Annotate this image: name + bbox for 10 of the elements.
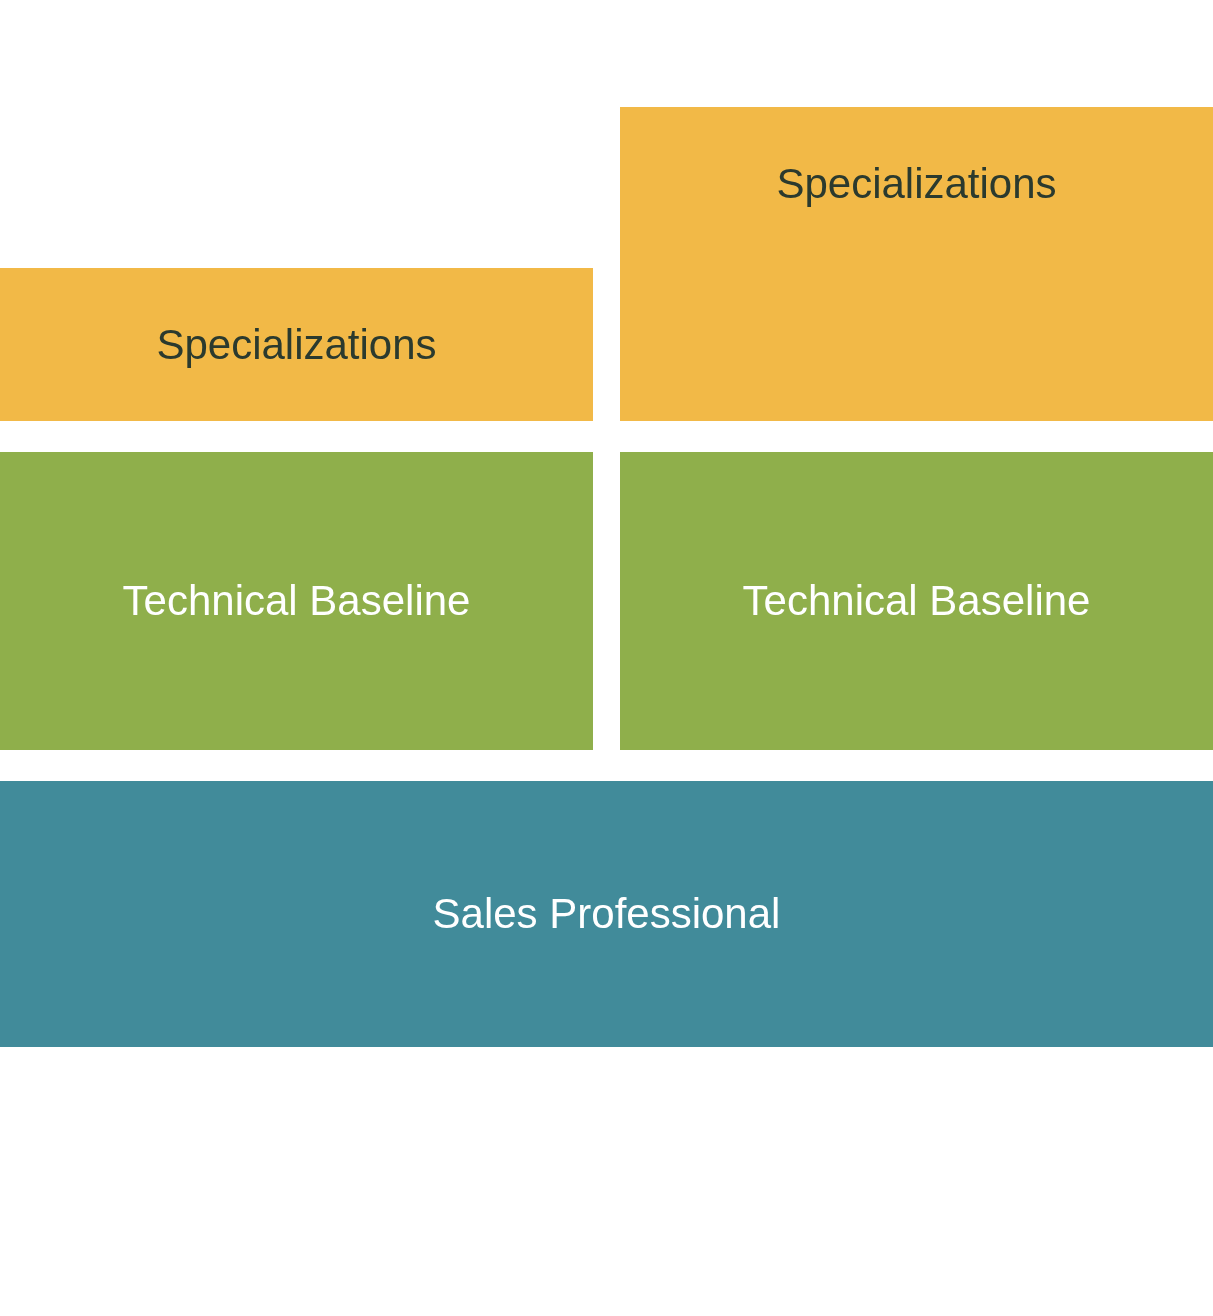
- block-label: Technical Baseline: [122, 577, 471, 625]
- tier-block: [620, 452, 1213, 750]
- tier-block: [0, 268, 593, 421]
- block-label: Technical Baseline: [742, 577, 1091, 625]
- tier-block: [620, 107, 1213, 421]
- block-label: Specializations: [156, 320, 437, 369]
- tier-block: [0, 781, 1213, 1047]
- block-label: Sales Professional: [432, 890, 781, 938]
- block-label: Specializations: [776, 160, 1057, 208]
- tier-block: [0, 452, 593, 750]
